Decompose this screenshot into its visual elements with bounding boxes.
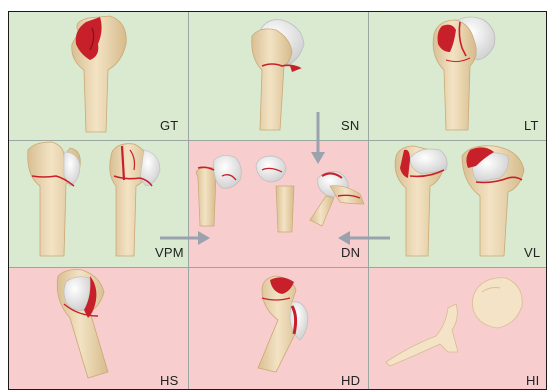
arrow-vl-to-dn <box>338 231 390 245</box>
panel-label-vpm: VPM <box>155 245 184 260</box>
arrow-vpm-to-dn <box>160 231 210 245</box>
panel-label-hi: HI <box>526 373 539 388</box>
panel-label-hs: HS <box>160 373 178 388</box>
arrow-sn-to-dn <box>311 112 325 164</box>
panel-label-hd: HD <box>341 373 360 388</box>
panel-label-sn: SN <box>341 118 359 133</box>
humerus-vl-illustration <box>395 146 524 256</box>
humerus-gt-illustration <box>72 16 126 132</box>
humerus-sn-illustration <box>252 20 304 130</box>
humerus-hd-illustration <box>258 276 308 372</box>
panel-label-gt: GT <box>160 118 178 133</box>
humerus-hi-illustration <box>386 278 522 366</box>
humerus-lt-illustration <box>433 17 495 130</box>
panel-label-dn: DN <box>341 245 360 260</box>
humerus-dn-illustration <box>196 155 364 232</box>
panel-label-vl: VL <box>524 245 540 260</box>
humerus-vpm-illustration <box>28 142 160 256</box>
panel-label-lt: LT <box>524 118 539 133</box>
humerus-hs-illustration <box>57 270 108 378</box>
